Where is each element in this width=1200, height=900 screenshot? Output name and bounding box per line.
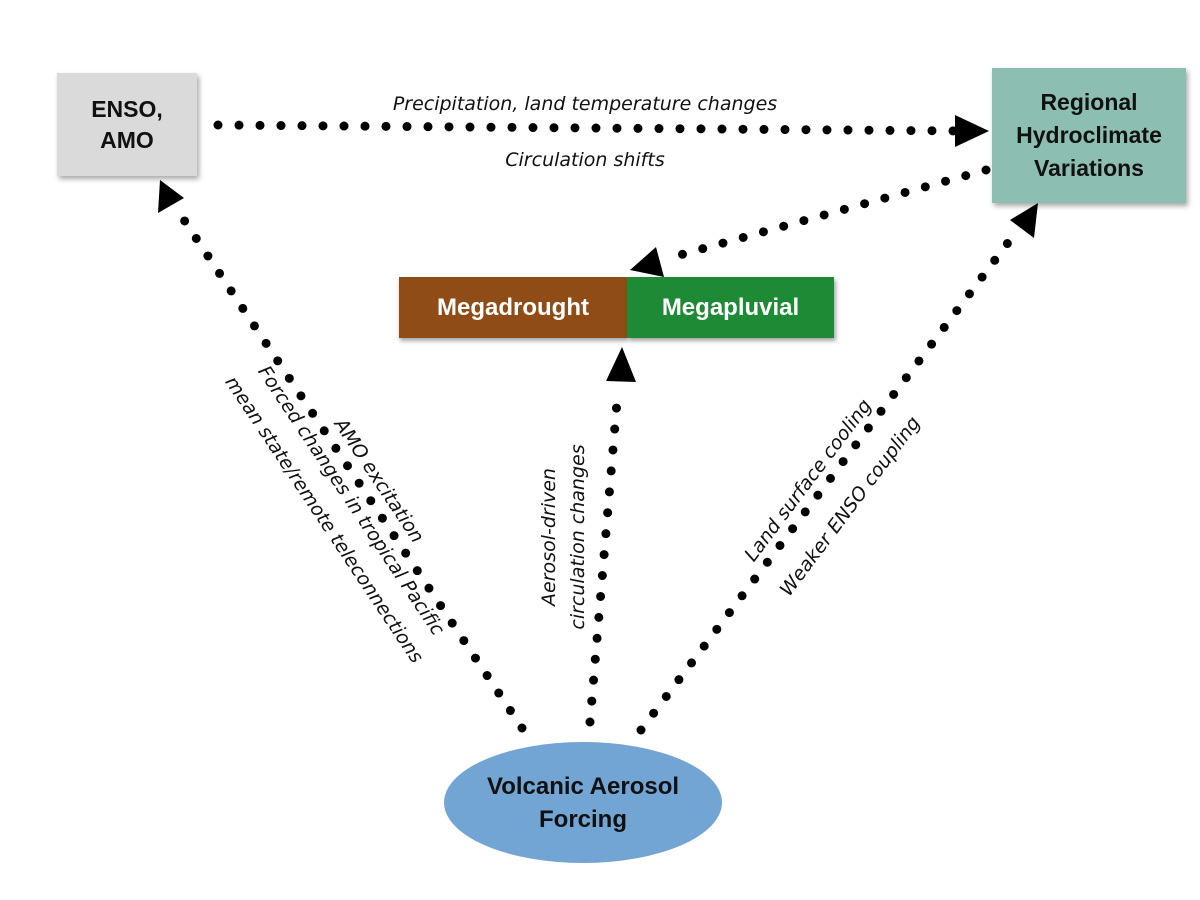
node-megadrought: Megadrought (399, 277, 627, 338)
arrowhead-megapluvial-top (630, 247, 664, 277)
arrow-enso-to-hydro (213, 120, 970, 136)
label-circulation-changes: circulation changes (567, 444, 589, 629)
node-volcanic-aerosol-forcing: Volcanic Aerosol Forcing (444, 742, 722, 863)
label-circulation-shifts: Circulation shifts (505, 149, 665, 171)
arrow-volcanic-to-hydro (636, 235, 1015, 735)
arrowhead-mega-bottom (606, 347, 636, 382)
arrowhead-hydro-left (955, 115, 989, 147)
arrowhead-hydro-bottom (1010, 203, 1038, 238)
node-enso-amo: ENSO, AMO (57, 73, 197, 176)
node-megapluvial: Megapluvial (627, 277, 834, 338)
label-precip: Precipitation, land temperature changes (393, 93, 777, 115)
arrow-volcanic-to-megadrought (585, 385, 623, 727)
label-aerosol-driven: Aerosol-driven (538, 468, 560, 608)
arrow-hydro-to-megapluvial (675, 165, 991, 260)
node-regional-hydroclimate: Regional Hydroclimate Variations (992, 68, 1186, 203)
label-forced-changes: Forced changes in tropical Pacific (253, 362, 449, 640)
arrow-volcanic-to-enso (171, 203, 527, 733)
arrowhead-enso-bottom (158, 180, 184, 213)
